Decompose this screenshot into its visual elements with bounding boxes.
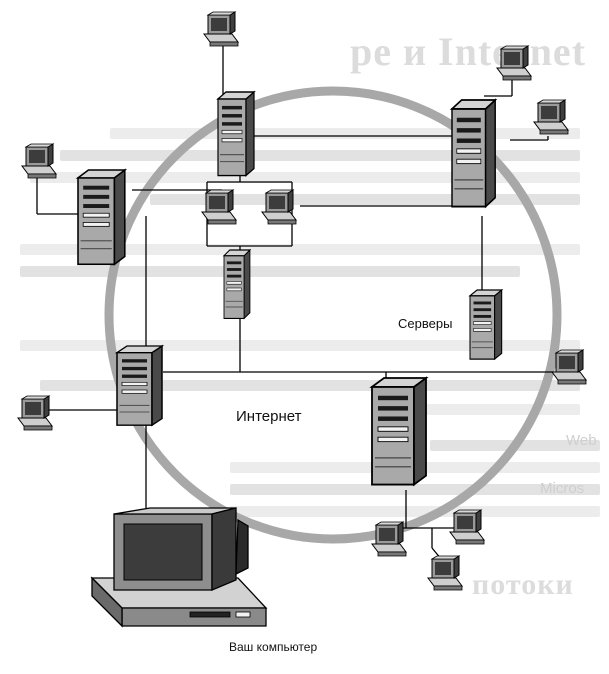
server-tower-icon (77, 169, 126, 266)
server-tower-icon (217, 91, 255, 177)
desktop-computer-icon (21, 143, 57, 179)
desktop-computer-icon (203, 11, 239, 47)
desktop-computer-icon (496, 45, 532, 81)
desktop-computer-icon (449, 509, 485, 545)
server-tower-icon (223, 249, 251, 319)
desktop-computer-icon (371, 521, 407, 557)
large-desktop-computer-icon (90, 507, 268, 628)
desktop-computer-icon (17, 395, 53, 431)
desktop-computer-icon (533, 99, 569, 135)
server-tower-icon (371, 377, 427, 486)
desktop-computer-icon (201, 189, 237, 225)
server-tower-icon (116, 345, 163, 426)
desktop-computer-icon (551, 349, 587, 385)
servers (77, 91, 503, 486)
desktop-computer-icon (261, 189, 297, 225)
desktop-computer-icon (427, 555, 463, 591)
internet-ring (104, 86, 562, 544)
server-tower-icon (469, 289, 503, 360)
your-computer-label: Ваш компьютер (229, 640, 318, 654)
server-tower-icon (451, 99, 497, 208)
internet-label: Интернет (236, 408, 302, 425)
servers-label: Серверы (398, 316, 453, 331)
